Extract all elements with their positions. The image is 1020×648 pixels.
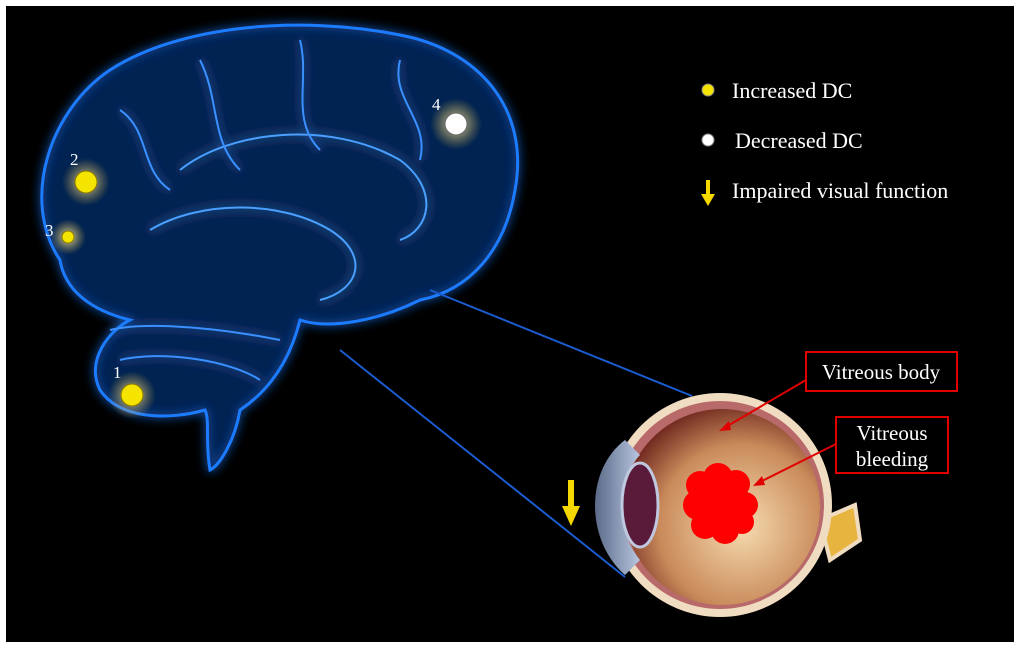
region-number: 4: [432, 95, 441, 114]
region-3: 3: [45, 219, 86, 255]
vitreous-bleeding-label: bleeding: [856, 447, 929, 471]
vitreous-bleeding-blob: [683, 463, 758, 544]
legend: Increased DC Decreased DC Impaired visua…: [701, 78, 948, 206]
region-1: 1: [108, 363, 156, 419]
increased-dc-marker: [74, 170, 98, 194]
region-number: 1: [113, 363, 122, 382]
impaired-visual-function-arrow: [562, 480, 580, 526]
decreased-dc-marker: [444, 112, 468, 136]
down-arrow-icon: [701, 180, 715, 206]
region-4: 4: [430, 95, 482, 150]
legend-label: Increased DC: [732, 78, 852, 103]
white-dot-icon: [701, 133, 715, 147]
vitreous-body-label: Vitreous body: [822, 360, 941, 384]
zoom-connector-line: [339, 349, 626, 578]
increased-dc-marker: [61, 230, 75, 244]
brain-illustration: [40, 23, 520, 473]
region-number: 2: [70, 150, 79, 169]
yellow-dot-icon: [701, 83, 715, 97]
increased-dc-marker: [120, 383, 144, 407]
vitreous-bleeding-callout: Vitreous bleeding: [753, 416, 949, 486]
region-2: 2: [62, 150, 110, 206]
region-number: 3: [45, 221, 54, 240]
vitreous-bleeding-label: Vitreous: [856, 421, 927, 445]
zoom-connector-line: [429, 289, 693, 397]
legend-label: Decreased DC: [735, 128, 863, 153]
eye-cross-section: [595, 393, 863, 617]
legend-label: Impaired visual function: [732, 178, 948, 203]
vitreous-body-callout: Vitreous body: [719, 351, 958, 431]
